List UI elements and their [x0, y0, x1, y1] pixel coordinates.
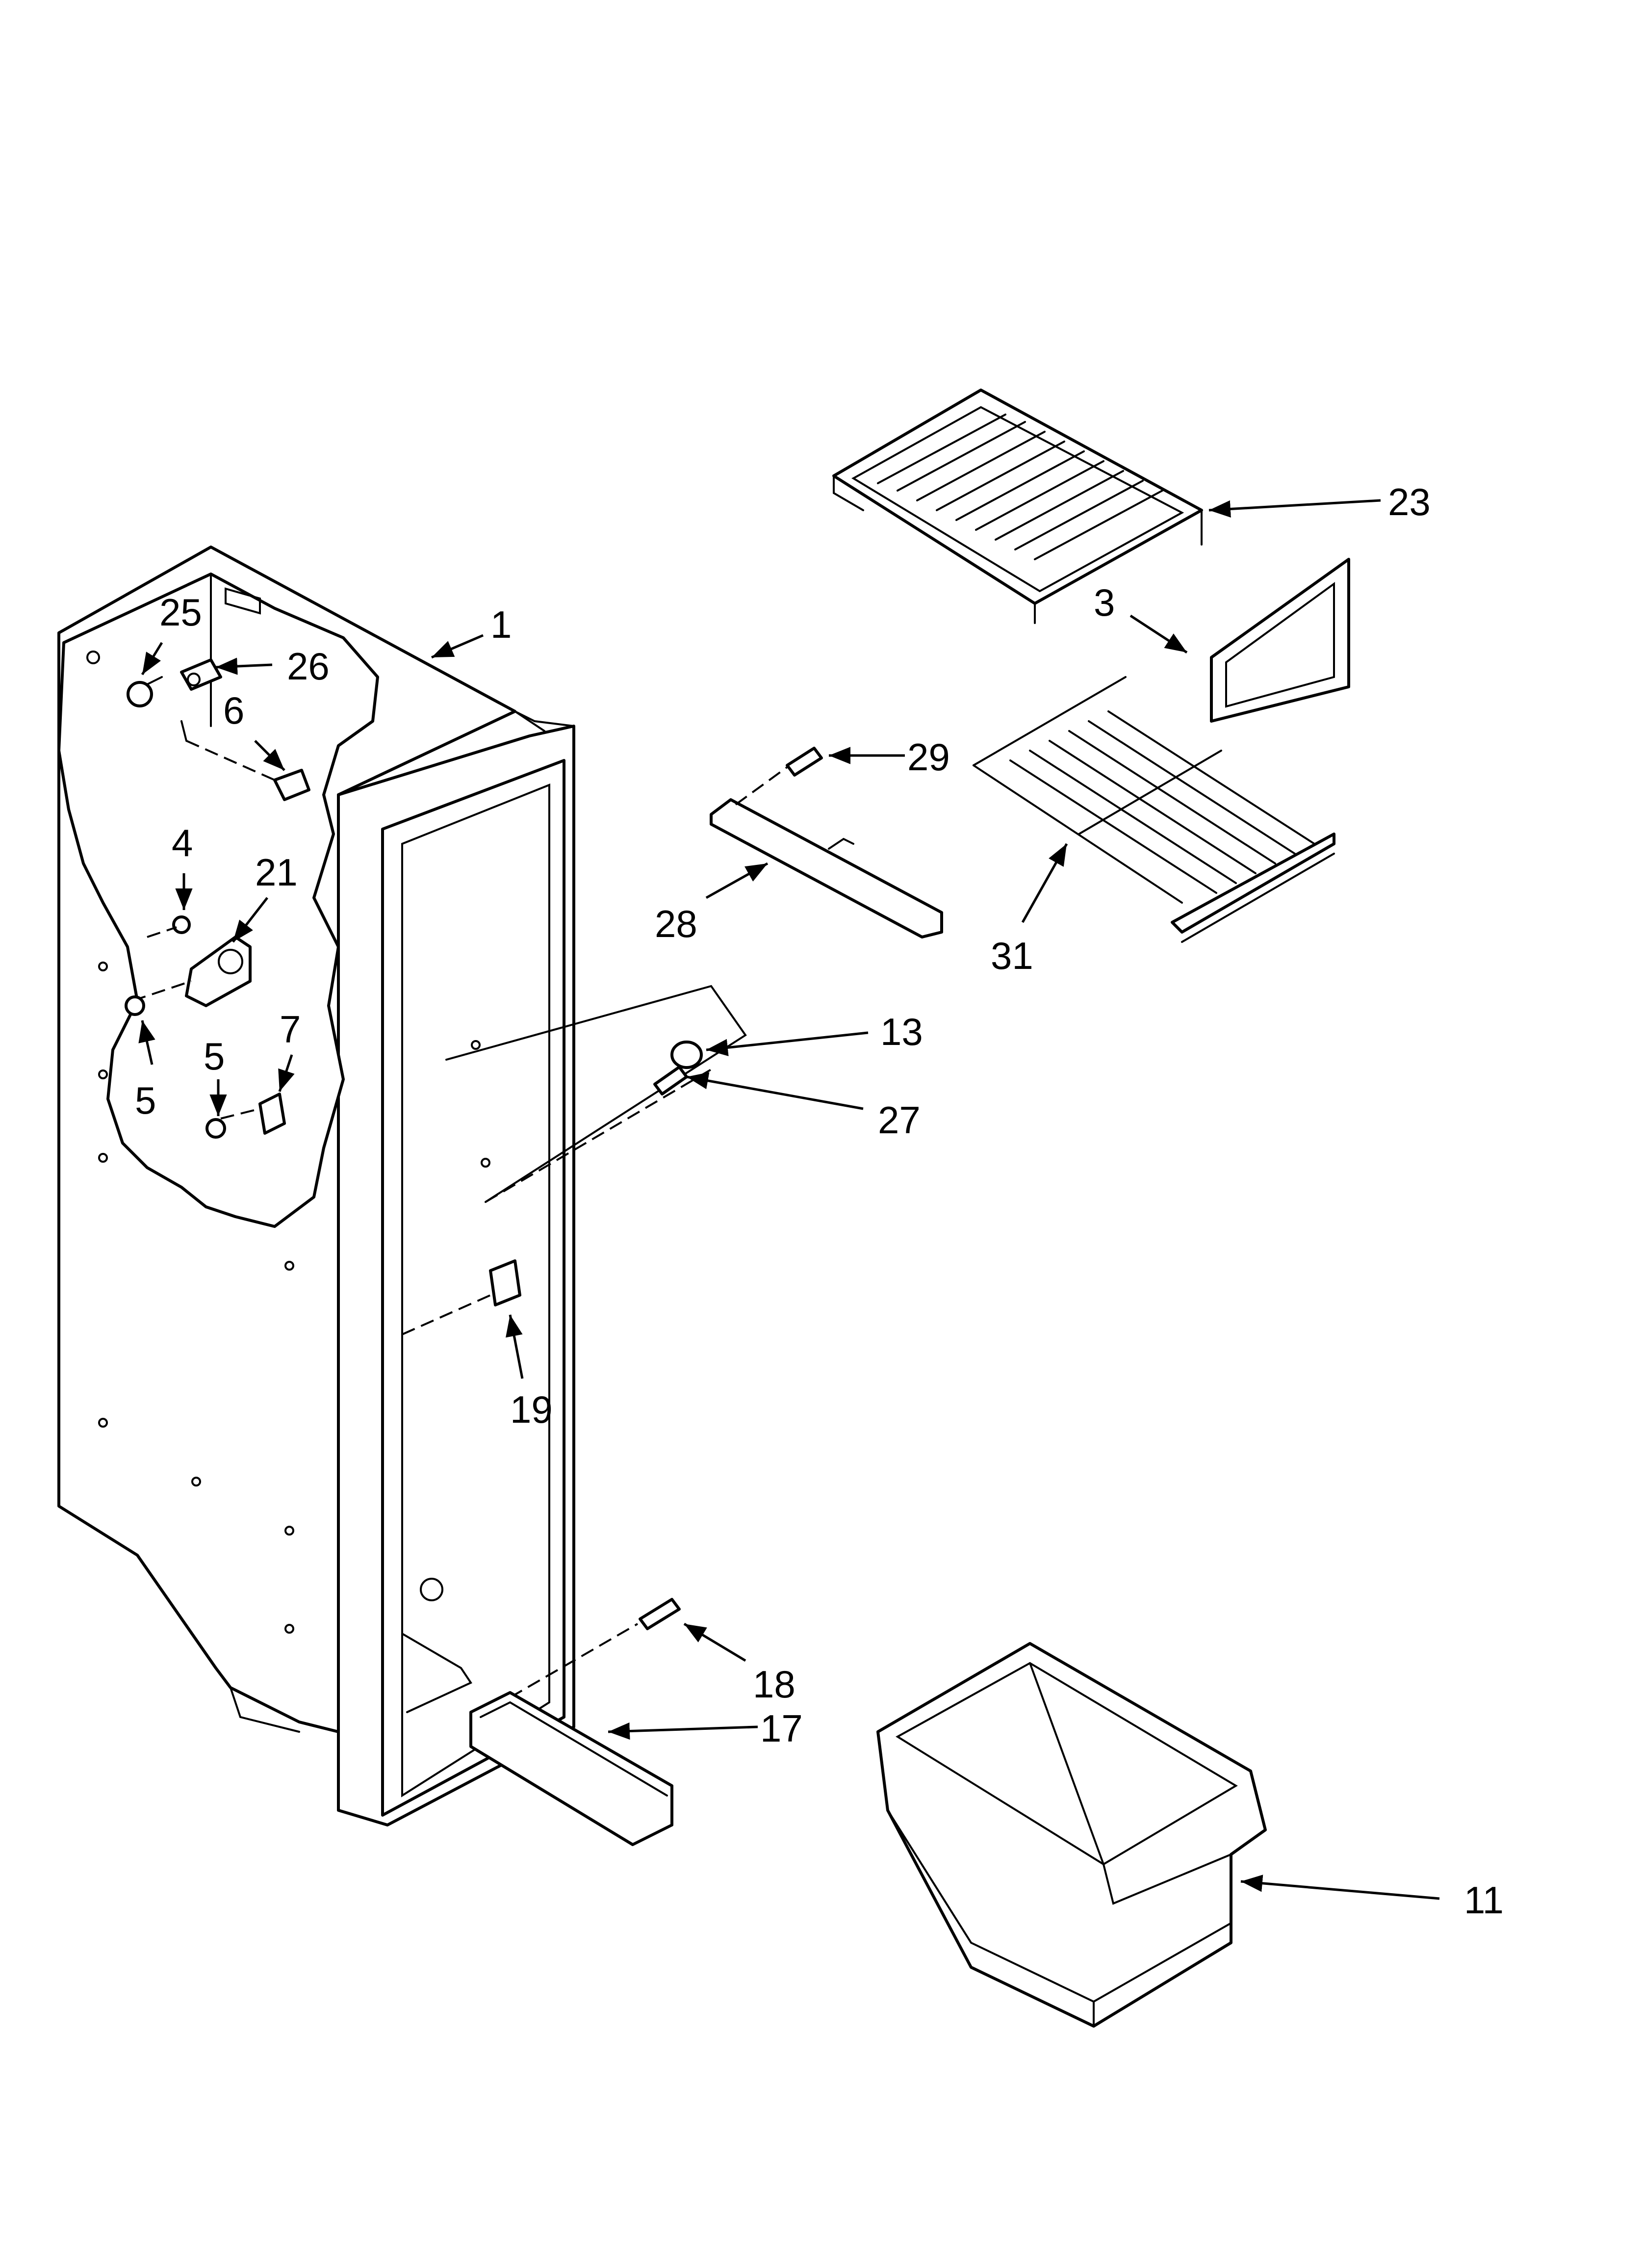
leader-6 [254, 740, 285, 771]
leader-18 [683, 1622, 746, 1662]
screw-4 [147, 915, 191, 938]
leader-28 [705, 862, 769, 899]
label-plate-outline [445, 985, 747, 1203]
cover-17 [469, 1691, 673, 1846]
callout-31: 31 [991, 934, 1033, 977]
leader-31 [1021, 843, 1068, 923]
leader-3 [1129, 614, 1188, 654]
callout-17: 17 [760, 1707, 803, 1750]
callout-23: 23 [1388, 480, 1431, 523]
screw-5-lower [205, 1118, 226, 1139]
callout-7: 7 [280, 1008, 301, 1051]
callout-28: 28 [655, 902, 697, 945]
leader-17 [608, 1722, 758, 1740]
leader-21 [232, 897, 268, 943]
callout-1: 1 [490, 603, 512, 646]
screw-18 [510, 1598, 681, 1698]
callout-27: 27 [878, 1098, 921, 1142]
leader-25 [141, 642, 163, 676]
light-socket-26 [180, 658, 222, 691]
leader-5a [138, 1020, 155, 1065]
leader-lines [138, 499, 1440, 1900]
callout-5a: 5 [135, 1079, 156, 1122]
callout-19: 19 [510, 1388, 553, 1431]
callout-29: 29 [907, 735, 950, 779]
callout-labels: 1 25 26 6 4 21 5 5 7 19 23 3 29 28 31 13… [135, 480, 1504, 1922]
leader-11 [1240, 1875, 1440, 1900]
shelf-support-28 [710, 764, 943, 938]
leader-7 [278, 1054, 295, 1092]
callout-3: 3 [1094, 581, 1115, 624]
callout-13: 13 [880, 1010, 923, 1053]
crisper-bin-11 [876, 1642, 1267, 2028]
callout-4: 4 [172, 821, 193, 864]
light-bulb-25 [127, 676, 163, 707]
callout-21: 21 [255, 851, 298, 894]
leader-27 [686, 1072, 864, 1110]
screw-5-upper [125, 995, 145, 1016]
screw-29 [786, 747, 823, 777]
callout-18: 18 [753, 1663, 795, 1706]
clip-6 [273, 769, 310, 801]
leader-23 [1208, 499, 1381, 518]
leader-13 [706, 1031, 869, 1056]
leader-26 [215, 657, 273, 675]
thermostat-housing-21 [132, 936, 252, 1007]
callout-11: 11 [1464, 1878, 1504, 1922]
leader-1 [431, 634, 484, 659]
callout-26: 26 [287, 645, 330, 688]
light-switch-19 [402, 1259, 521, 1335]
shelf-31 [973, 676, 1335, 943]
shelf-trim-3 [1210, 558, 1350, 723]
screw-27 [653, 1066, 688, 1095]
dash-line-13 [485, 1069, 712, 1203]
callout-25: 25 [159, 591, 202, 634]
shelf-23 [832, 389, 1203, 624]
leader-19 [506, 1314, 524, 1379]
callout-6: 6 [223, 689, 244, 732]
callout-5b: 5 [204, 1035, 225, 1078]
washer-13 [670, 1041, 703, 1069]
freezer-liner [57, 546, 575, 1826]
bracket-7 [220, 1093, 286, 1135]
dash-line-6 [186, 740, 275, 781]
